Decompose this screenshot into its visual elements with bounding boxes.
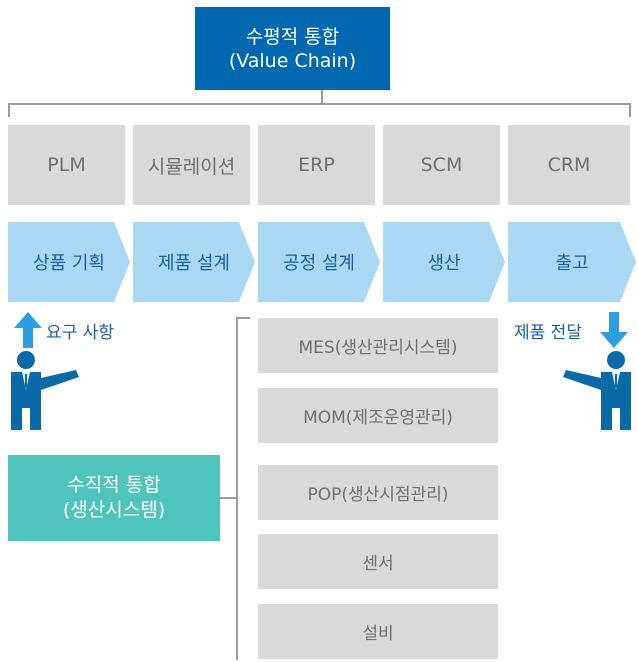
chevron-shape bbox=[258, 222, 380, 302]
layer-pop: POP(생산시점관리) bbox=[258, 465, 498, 520]
bracket-left-tick bbox=[8, 103, 10, 117]
horizontal-integration-subtitle: (Value Chain) bbox=[228, 49, 357, 72]
vertical-integration-box: 수직적 통합 (생산시스템) bbox=[8, 455, 220, 541]
stage-process-design: 공정 설계 bbox=[258, 222, 380, 302]
bracket-horizontal bbox=[8, 103, 631, 105]
stage-label: 공정 설계 bbox=[283, 253, 355, 274]
vertical-integration-subtitle: (생산시스템) bbox=[62, 499, 166, 521]
vertical-integration-title: 수직적 통합 bbox=[67, 474, 161, 496]
bracket-stem bbox=[321, 90, 323, 104]
system-box-simulation: 시뮬레이션 bbox=[133, 125, 250, 205]
requirements-label: 요구 사항 bbox=[46, 323, 114, 343]
system-box-crm: CRM bbox=[508, 125, 630, 205]
bracket-right-tick bbox=[629, 103, 631, 117]
vertical-bracket-top-tick bbox=[236, 317, 250, 319]
layer-mom: MOM(제조운영관리) bbox=[258, 388, 498, 443]
layer-mes: MES(생산관리시스템) bbox=[258, 318, 498, 373]
stage-label: 상품 기획 bbox=[33, 253, 105, 274]
chevron-shape bbox=[383, 222, 505, 302]
stage-label: 생산 bbox=[427, 253, 461, 274]
stage-shipping: 출고 bbox=[508, 222, 636, 302]
arrow-up-icon bbox=[14, 312, 42, 348]
horizontal-integration-title: 수평적 통합 bbox=[245, 25, 340, 48]
person-receiving-icon bbox=[563, 351, 631, 430]
system-box-erp: ERP bbox=[258, 125, 375, 205]
layer-sensor: 센서 bbox=[258, 534, 498, 589]
vertical-bracket-line bbox=[236, 317, 238, 660]
stage-production: 생산 bbox=[383, 222, 505, 302]
delivery-label: 제품 전달 bbox=[514, 323, 582, 343]
stage-label: 출고 bbox=[555, 253, 589, 274]
vertical-bracket-connector bbox=[220, 497, 237, 499]
stage-product-design: 제품 설계 bbox=[133, 222, 255, 302]
layer-equipment: 설비 bbox=[258, 604, 498, 659]
arrow-down-icon bbox=[600, 312, 628, 348]
horizontal-integration-box: 수평적 통합 (Value Chain) bbox=[195, 7, 390, 90]
system-box-scm: SCM bbox=[383, 125, 500, 205]
stage-label: 제품 설계 bbox=[158, 253, 230, 274]
system-box-plm: PLM bbox=[8, 125, 125, 205]
chevron-shape bbox=[508, 222, 636, 302]
chevron-shape bbox=[133, 222, 255, 302]
stage-product-planning: 상품 기획 bbox=[8, 222, 130, 302]
person-presenting-icon bbox=[11, 351, 79, 430]
chevron-shape bbox=[8, 222, 130, 302]
